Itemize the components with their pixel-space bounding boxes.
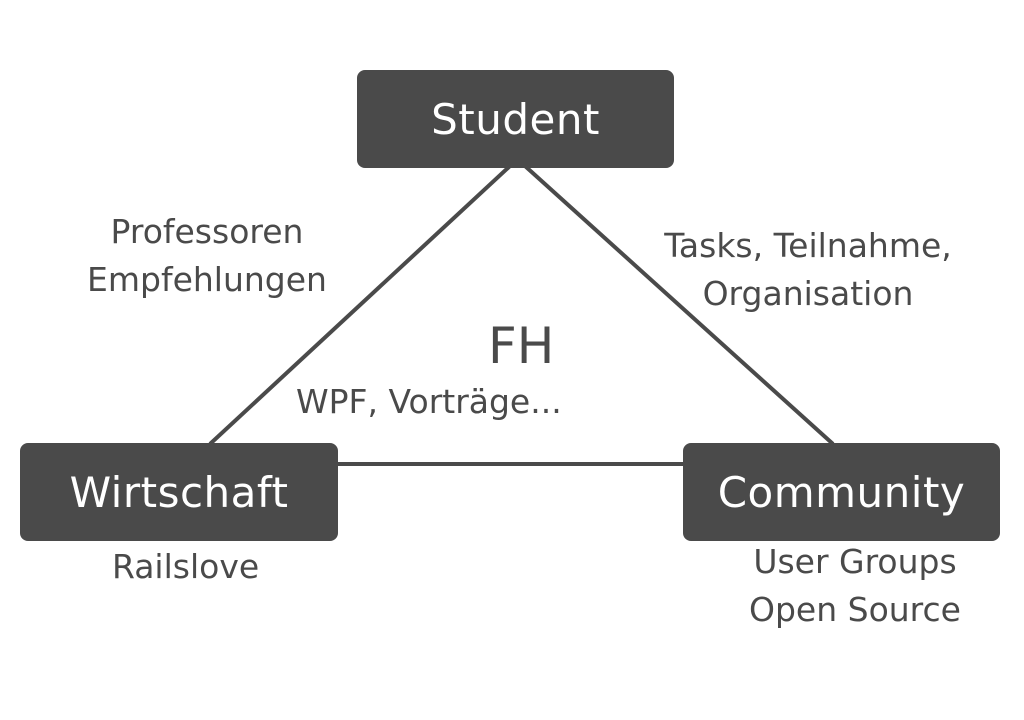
edge-label-line: Professoren — [110, 212, 304, 251]
node-student-label: Student — [431, 94, 600, 144]
node-label-line: User Groups — [753, 542, 957, 581]
edge-label-line: Organisation — [702, 274, 914, 313]
node-label-line: Open Source — [749, 590, 961, 629]
edge-label-student-community: Tasks, Teilnahme, Organisation — [662, 222, 954, 318]
node-wirtschaft: Wirtschaft — [20, 443, 338, 541]
center-subtitle: WPF, Vorträge... — [296, 382, 562, 421]
node-community-label: Community — [717, 467, 966, 517]
node-label-line: Railslove — [112, 547, 260, 586]
node-wirtschaft-label: Wirtschaft — [69, 467, 289, 517]
edge-student-wirtschaft — [208, 164, 512, 446]
edge-label-line: Tasks, Teilnahme, — [664, 226, 952, 265]
node-student: Student — [357, 70, 674, 168]
node-label-community: User Groups Open Source — [745, 538, 965, 634]
center-title: FH — [488, 317, 555, 375]
edge-label-line: Empfehlungen — [87, 260, 327, 299]
node-label-wirtschaft: Railslove — [112, 543, 259, 591]
edge-label-student-wirtschaft: Professoren Empfehlungen — [82, 208, 332, 304]
node-community: Community — [683, 443, 1000, 541]
edge-student-community — [523, 164, 835, 446]
